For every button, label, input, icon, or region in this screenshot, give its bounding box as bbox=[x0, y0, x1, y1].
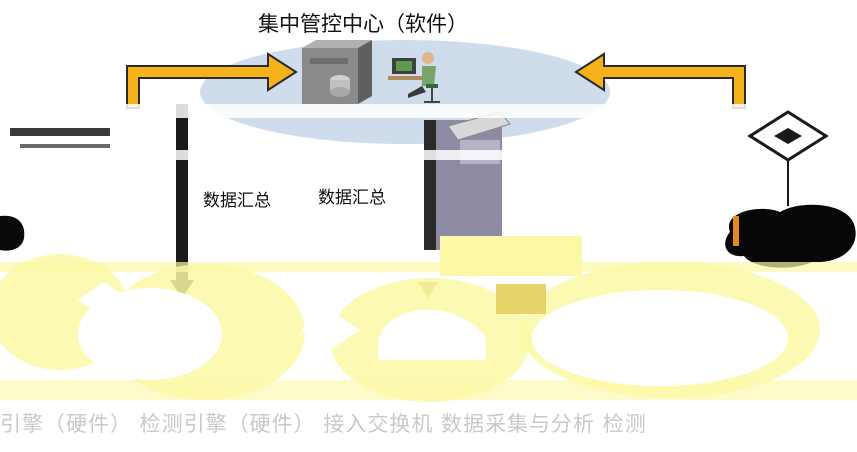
white-diamond bbox=[78, 282, 130, 318]
center-cloud bbox=[200, 40, 610, 144]
center-yellow-block bbox=[440, 236, 582, 276]
left-block bbox=[0, 128, 110, 251]
center-yellow-block bbox=[496, 284, 546, 314]
edge-label-data-summary: 数据汇总 bbox=[318, 188, 386, 208]
edge-label-data-summary: 数据汇总 bbox=[203, 191, 271, 211]
white-blob bbox=[532, 290, 788, 386]
bar-yellow bbox=[0, 380, 857, 400]
right-arrow bbox=[574, 52, 746, 109]
switch-icon bbox=[418, 111, 511, 298]
band bbox=[0, 104, 857, 118]
left-arrow bbox=[126, 52, 298, 109]
bar-yellow bbox=[0, 262, 857, 272]
server-icon bbox=[302, 40, 372, 104]
diagram-title: 集中管控中心（软件） bbox=[258, 12, 468, 36]
white-arc bbox=[378, 309, 486, 360]
right-cloud bbox=[725, 204, 856, 268]
router-icon bbox=[747, 110, 829, 206]
operator-icon bbox=[388, 52, 440, 103]
bottom-caption: 引擎（硬件） 检测引擎（硬件） 接入交换机 数据采集与分析 检测 bbox=[0, 412, 647, 436]
band bbox=[0, 150, 857, 160]
white-diamond bbox=[300, 310, 360, 350]
